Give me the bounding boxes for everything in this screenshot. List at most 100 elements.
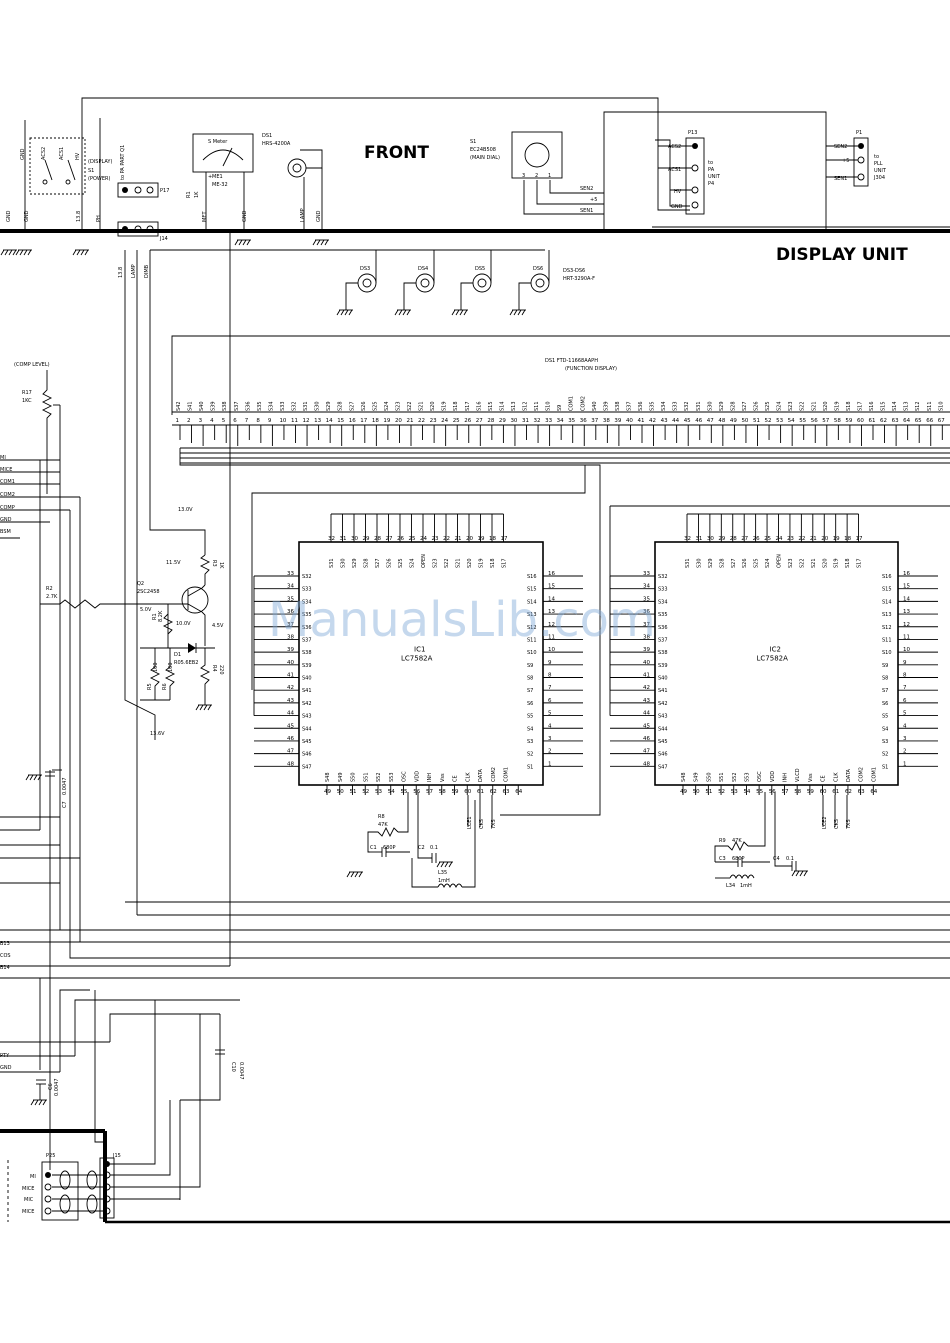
display-pin-name: S15: [881, 401, 887, 411]
ic-pin-number: 13: [548, 609, 555, 615]
ic-pin-number: 53: [375, 789, 382, 795]
ic-pin-number: 58: [794, 789, 801, 795]
osc-network-ic2: R9 47K C3 680P C4 0.1 L34 1mH: [714, 792, 797, 889]
lamps-note: DS3-DS6: [563, 268, 585, 274]
display-pin-name: S21: [811, 401, 817, 411]
display-pin-number: 66: [926, 418, 933, 424]
ic-pin-name: S26: [742, 558, 748, 568]
ic-pin-name: S10: [527, 650, 537, 656]
p17-ref: P17: [160, 188, 169, 194]
display-tube-ref: DS1 FTD-11668AAPH: [545, 358, 598, 364]
r8-ref: R8: [378, 814, 385, 820]
mic-connectors: P25 MI MICE MIC MICE J15: [7, 1000, 201, 1222]
display-pin-number: 26: [464, 418, 471, 424]
p13-dest: UNIT: [708, 174, 721, 180]
display-pin-name: S37: [234, 401, 240, 411]
ic-pin-name: S23: [788, 558, 794, 568]
ic-pin-name: S50: [351, 772, 357, 782]
ic-pin-name: S52: [732, 772, 738, 782]
ic-pin-number: 21: [810, 536, 817, 542]
display-pin-name: S23: [788, 401, 794, 411]
ic-pin-number: 13: [903, 609, 910, 615]
display-pin-name: S24: [777, 401, 783, 411]
ic-pin-name: S49: [338, 772, 344, 782]
ic-pin-number: 43: [643, 698, 650, 704]
ic-pin-name: OPEN: [421, 554, 427, 568]
ic-pin-number: 25: [764, 536, 771, 542]
ic-pin-number: 56: [769, 789, 776, 795]
r2-value: 2.7K: [46, 594, 58, 600]
display-tube-desc: (FUNCTION DISPLAY): [565, 366, 617, 372]
dial-net: SEN1: [580, 208, 593, 214]
ic-pin-number: 17: [856, 536, 863, 542]
ic-pin-number: 12: [903, 622, 910, 628]
p17-connector: P17 to PA PART Q1 J14 13.8 LAMP DIMB: [117, 145, 169, 278]
ic-pin-number: 46: [287, 736, 294, 742]
display-pin-name: S28: [730, 401, 736, 411]
ic-pin-name: S35: [658, 612, 668, 618]
dial-pin: 1: [548, 173, 551, 179]
display-pin-number: 57: [822, 418, 829, 424]
s-meter-title: S Meter: [208, 139, 228, 145]
ic-pin-number: 57: [426, 789, 433, 795]
ic-pin-name: S48: [681, 772, 687, 782]
ic-pin-number: 39: [643, 647, 650, 653]
ic-pin-name: S6: [882, 701, 888, 707]
display-pin-name: S19: [834, 401, 840, 411]
ic-pin-name: S17: [502, 558, 508, 568]
power-switch-label: (POWER): [88, 176, 110, 182]
display-pin-number: 59: [845, 418, 852, 424]
ic-pin-number: 61: [477, 789, 484, 795]
ic-pin-number: 20: [821, 536, 828, 542]
c1-value: 680P: [383, 845, 396, 851]
r1-ref: R1: [152, 613, 158, 620]
ds5-label: DS5: [475, 266, 485, 272]
j15-ref: J15: [112, 1153, 121, 1159]
display-pin-number: 10: [279, 418, 286, 424]
lamp-ds6: [518, 250, 550, 310]
r1-meter-ref: R1: [186, 191, 192, 198]
gnd-label: GND: [20, 148, 26, 160]
display-pin-name: S29: [326, 401, 332, 411]
q2-ref: Q2: [137, 581, 144, 587]
ic-pin-number: 23: [787, 536, 794, 542]
ic-pin-number: 18: [844, 536, 851, 542]
display-pin-name: S27: [742, 401, 748, 411]
lamps-part: HRT-3290A-F: [563, 276, 595, 282]
ic-pin-name: OSC: [757, 771, 763, 782]
ic-pin-name: S42: [302, 701, 312, 707]
r1-meter-value: 1K: [194, 191, 200, 198]
ic-pin-name: S47: [302, 764, 312, 770]
p25-pin: MICE: [22, 1209, 34, 1215]
display-pin-name: S25: [765, 401, 771, 411]
j14-pin-13-8: 13.8: [118, 267, 124, 278]
display-pin-number: 27: [476, 418, 483, 424]
ic-pin-name: S11: [882, 637, 892, 643]
ic-pin-number: 63: [503, 789, 510, 795]
ic-pin-name: S34: [658, 599, 668, 605]
ic2-lc7582a: IC2LC7582A32S3131S3030S2929S2828S2727S26…: [609, 513, 938, 830]
ic-pin-name: S11: [527, 637, 537, 643]
display-pin-name: S18: [453, 401, 459, 411]
display-pin-number: 39: [614, 418, 621, 424]
ic-pin-number: 51: [705, 789, 712, 795]
display-pin-name: S22: [800, 401, 806, 411]
ic-pin-name: S53: [389, 772, 395, 782]
ic-pin-name: INH: [783, 773, 789, 782]
ic-pin-name: S18: [845, 558, 851, 568]
ic-pin-name: S28: [364, 558, 370, 568]
display-pin-name: S32: [292, 401, 298, 411]
display-pin-number: 14: [326, 418, 333, 424]
r8-value: 47K: [378, 822, 388, 828]
ic-pin-number: 44: [287, 711, 294, 717]
comp-level-pot: (COMP LEVEL) R17 1KC: [14, 362, 61, 494]
c7-value: 0.0047: [62, 778, 68, 796]
ic-pin-name: S38: [658, 650, 668, 656]
display-pin-name: S31: [303, 401, 309, 411]
ic-pin-number: 22: [443, 536, 450, 542]
display-pin-name: S17: [465, 401, 471, 411]
ic-pin-name: S37: [302, 637, 312, 643]
lamps-ds3-ds6: DS3 DS4 DS5 DS6 DS3-DS6 HRT-3290A-F: [150, 249, 595, 310]
display-pin-number: 12: [303, 418, 310, 424]
